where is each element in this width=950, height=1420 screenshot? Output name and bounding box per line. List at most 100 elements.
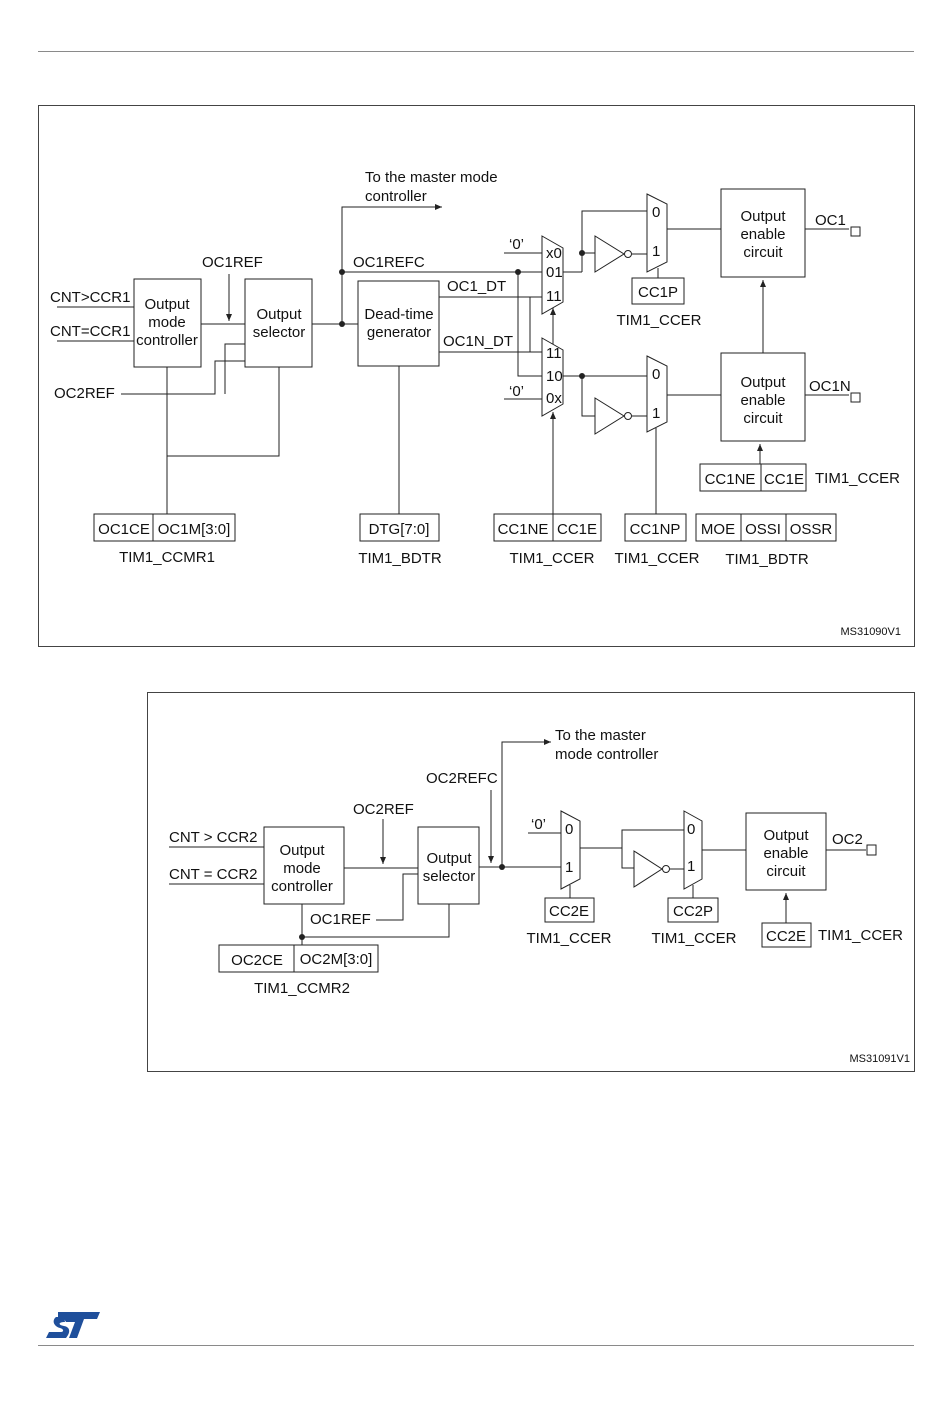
reg-oc1m [152,513,236,542]
input-cnt-eq-ccr2: CNT = CCR2 [169,866,258,883]
reg-ccmr1-label: TIM1_CCMR1 [119,549,215,566]
oc2ref-label: OC2REF [353,801,414,818]
dtg-line-2: generator [367,324,431,341]
reg-right-cc1e [760,463,807,492]
reg-cc2e-a-cell: CC2E [549,903,589,920]
reg-ccer-ne-label: TIM1_CCER [509,550,594,567]
oc1n-pin [850,392,861,403]
oe2-line-3: circuit [766,863,806,880]
master-label-1: To the master mode [365,169,498,186]
reg-cc1np-cell: CC1NP [630,521,681,538]
reg-cc2p-cell: CC2P [673,903,713,920]
oc1refc-label: OC1REFC [353,254,425,271]
reg-cc1p-cell: CC1P [638,284,678,301]
omc2-line-2: mode [283,860,321,877]
reg-ossi-cell: OSSI [745,521,781,538]
oe2-line-2: enable [763,845,808,862]
reg-right-cc1ne [699,463,762,492]
reg-cc2e-a-label: TIM1_CCER [526,930,611,947]
output-mode-controller-block [133,278,202,368]
pol-mux-oc2 [683,810,703,890]
reg-ossr-cell: OSSR [790,521,833,538]
oc1-output-label: OC1 [815,212,846,229]
master-2-label-2: mode controller [555,746,658,763]
reg-ccmr1-cell-0: OC1CE [98,521,150,538]
oc1ref-label: OC1REF [202,254,263,271]
footer-rule [38,1345,914,1346]
dead-time-generator-block [357,280,440,367]
zero-2-input: ‘0’ [531,816,546,833]
zero-input-a: ‘0’ [509,236,524,253]
os-line-1: Output [256,306,302,323]
reg-cc2e-a [544,897,595,923]
oe-top-line-1: Output [740,208,786,225]
reg-moe-cell: MOE [701,521,735,538]
reg-cc2p-label: TIM1_CCER [651,930,736,947]
mux-oc1n [541,337,564,417]
oc2refc-label: OC2REFC [426,770,498,787]
reg-cc1p [631,277,685,305]
reg-cc2e-b-cell: CC2E [766,928,806,945]
reg-cc1np-label: TIM1_CCER [614,550,699,567]
input-cnt-gt-ccr1: CNT>CCR1 [50,289,130,306]
output-selector-2-block [417,826,480,905]
mux-bottom-in-0: 11 [546,345,562,362]
input-cnt-eq-ccr1: CNT=CCR1 [50,323,130,340]
reg-dtg-cell: DTG[7:0] [369,521,430,538]
output-selector-block [244,278,313,368]
pol-mux-bottom-0: 0 [652,366,660,383]
master-2-label-1: To the master [555,727,646,744]
omc2-line-3: controller [271,878,333,895]
reg-ccmr2-cell-0: OC2CE [231,952,283,969]
oc2-pin [866,844,877,856]
reg-cc2e-b-label: TIM1_CCER [818,927,903,944]
reg-oc1ce [93,513,154,542]
oc1ref-2-label: OC1REF [310,911,371,928]
oc2-output-stage-diagram: CNT > CCR2 CNT = CCR2 Output mode contro… [147,692,915,1072]
inverter-top [594,235,625,273]
oe-top-line-2: enable [740,226,785,243]
mux2-in-1: 1 [565,859,573,876]
omc-line-3: controller [136,332,198,349]
output-enable-oc2-block [745,812,827,891]
inverter-bottom [594,397,625,435]
omc-line-2: mode [148,314,186,331]
oc1n-output-label: OC1N [809,378,851,395]
reg-right-label: TIM1_CCER [815,470,900,487]
master-label-2: controller [365,188,427,205]
reg-right-cell-1: CC1E [764,471,804,488]
oc1-pin [850,226,861,237]
figure-id-1: MS31090V1 [840,626,901,638]
oe-bot-line-1: Output [740,374,786,391]
pol-mux-top-0: 0 [652,204,660,221]
pol-mux2-in-1: 1 [687,858,695,875]
reg-right-cell-0: CC1NE [705,471,756,488]
oc1-dt-label: OC1_DT [447,278,506,295]
inverter-2 [633,850,663,888]
oe-top-line-3: circuit [743,244,783,261]
reg-moe [695,513,742,542]
mux2-in-0: 0 [565,821,573,838]
reg-dtg-label: TIM1_BDTR [358,550,442,567]
reg-ccmr2-cell-1: OC2M[3:0] [300,951,373,968]
oe-bot-line-2: enable [740,392,785,409]
zero-input-b: ‘0’ [509,383,524,400]
os-line-2: selector [253,324,306,341]
oe2-line-1: Output [763,827,809,844]
oc2-diagram-canvas: CNT > CCR2 CNT = CCR2 Output mode contro… [169,727,910,1065]
reg-dtg [359,513,440,542]
input-oc2ref: OC2REF [54,385,115,402]
reg-bdtr-moe-label: TIM1_BDTR [725,551,809,568]
output-enable-oc1-block [720,188,806,278]
reg-cc1p-label: TIM1_CCER [616,312,701,329]
omc2-line-1: Output [279,842,325,859]
oc1n-dt-label: OC1N_DT [443,333,513,350]
omc-line-1: Output [144,296,190,313]
reg-ccmr2-label: TIM1_CCMR2 [254,980,350,997]
input-cnt-gt-ccr2: CNT > CCR2 [169,829,258,846]
header-rule [38,51,914,52]
reg-ccmr1-cell-1: OC1M[3:0] [158,521,231,538]
oc1-output-stage-diagram: CNT>CCR1 CNT=CCR1 OC2REF Output mode con… [38,105,915,647]
pol-mux-bottom-1: 1 [652,405,660,422]
mux-top-in-1: 01 [546,264,563,281]
